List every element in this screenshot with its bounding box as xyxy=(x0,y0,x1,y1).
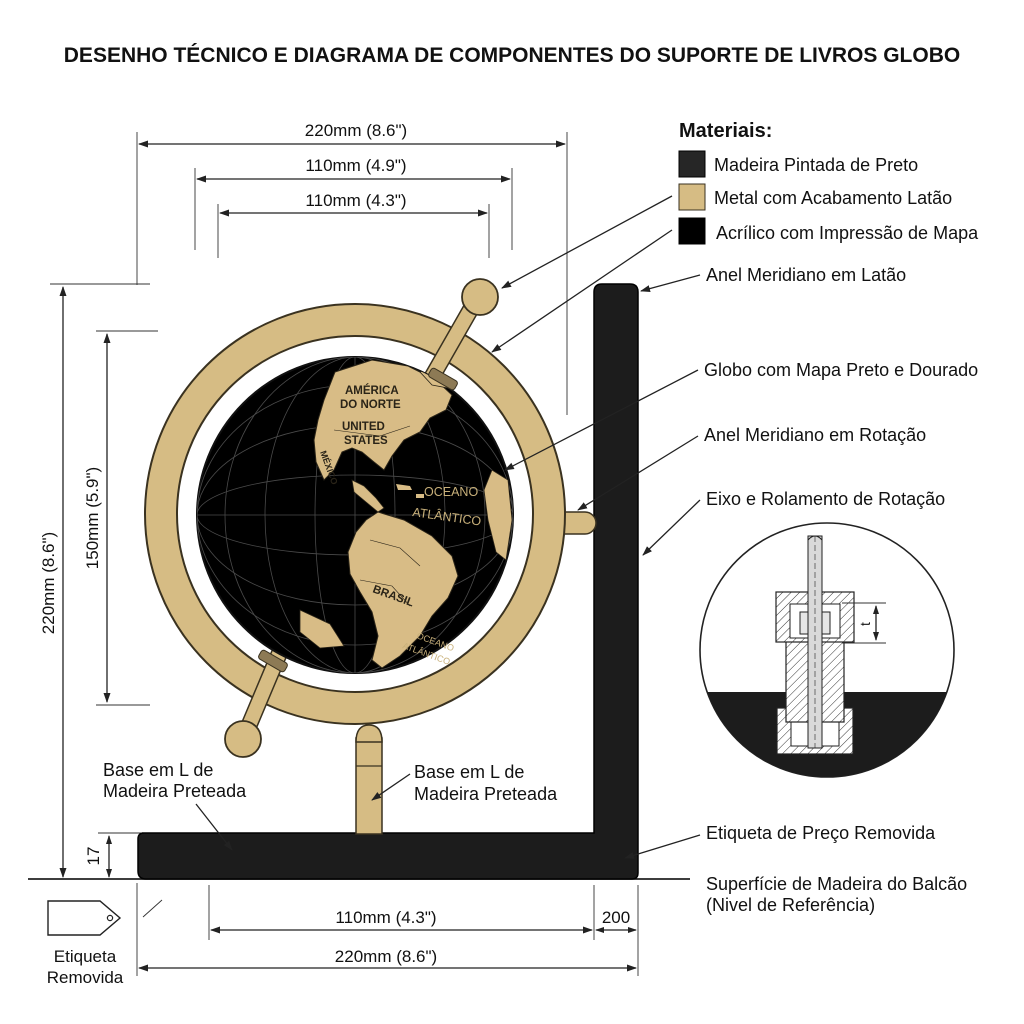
callout-counter-surface-1: Superfície de Madeira do Balcão xyxy=(706,874,967,894)
dim-top-overall: 220mm (8.6") xyxy=(305,121,407,140)
dim-bottom-overall: 220mm (8.6") xyxy=(335,947,437,966)
dim-top-inner: 110mm (4.3") xyxy=(305,191,406,210)
dim-left-overall: 220mm (8.6") xyxy=(39,532,58,634)
callout-price-tag: Etiqueta de Preço Removida xyxy=(706,823,936,843)
bottom-dimensions: 110mm (4.3") 200 220mm (8.6") xyxy=(136,883,639,976)
map-label-america-2: DO NORTE xyxy=(340,399,401,411)
materials-heading: Materiais: xyxy=(679,120,772,142)
material-acrylic-label: Acrílico com Impressão de Mapa xyxy=(716,223,979,243)
callout-base-left-2: Madeira Preteada xyxy=(103,781,247,801)
detail-view-bearing: t xyxy=(699,522,955,778)
dim-left-globe: 150mm (5.9") xyxy=(83,467,102,569)
tag-line-2: Removida xyxy=(47,968,124,987)
callout-base-left-1: Base em L de xyxy=(103,760,213,780)
materials-legend: Materiais: Madeira Pintada de Preto Meta… xyxy=(678,120,979,245)
removed-price-tag: Etiqueta Removida xyxy=(47,899,163,987)
material-wood-label: Madeira Pintada de Preto xyxy=(714,155,918,175)
axis-cap-bottom xyxy=(224,720,262,758)
callout-globe-map: Globo com Mapa Preto e Dourado xyxy=(704,360,978,380)
drawing-title: DESENHO TÉCNICO E DIAGRAMA DE COMPONENTE… xyxy=(64,44,960,67)
dim-base-thickness: 17 xyxy=(84,847,103,866)
axis-cap-top xyxy=(461,278,499,316)
left-dimensions: 220mm (8.6") 150mm (5.9") 17 xyxy=(39,283,158,878)
callout-brass-meridian: Anel Meridiano em Latão xyxy=(706,265,906,285)
map-label-ocean-1: OCEANO xyxy=(424,485,478,499)
map-label-us-2: STATES xyxy=(344,435,388,447)
detail-dim-t: t xyxy=(857,622,873,626)
callouts: Anel Meridiano em Latão Globo com Mapa P… xyxy=(103,195,978,915)
dim-bottom-right: 200 xyxy=(602,908,630,927)
map-label-america-1: AMÉRICA xyxy=(345,384,399,397)
swatch-brass xyxy=(678,183,706,211)
support-post xyxy=(355,737,383,835)
dim-top-mid: 110mm (4.9") xyxy=(305,156,406,175)
top-dimensions: 220mm (8.6") 110mm (4.9") 110mm (4.3") xyxy=(136,121,568,415)
callout-base-mid-2: Madeira Preteada xyxy=(414,784,558,804)
swatch-wood xyxy=(678,150,706,178)
callout-counter-surface-2: (Nivel de Referência) xyxy=(706,895,875,915)
callout-axle-bearing: Eixo e Rolamento de Rotação xyxy=(706,489,945,509)
callout-rotating-meridian: Anel Meridiano em Rotação xyxy=(704,425,926,445)
map-label-us-1: UNITED xyxy=(342,421,385,433)
tag-line-1: Etiqueta xyxy=(54,947,117,966)
dim-bottom-inner: 110mm (4.3") xyxy=(335,908,436,927)
material-brass-label: Metal com Acabamento Latão xyxy=(714,188,952,208)
callout-base-mid-1: Base em L de xyxy=(414,762,524,782)
swatch-acrylic xyxy=(678,217,706,245)
l-base-wood xyxy=(137,283,639,880)
south-america xyxy=(347,511,459,669)
globe-assembly: AMÉRICA DO NORTE UNITED STATES MÉXICO OC… xyxy=(144,278,597,835)
